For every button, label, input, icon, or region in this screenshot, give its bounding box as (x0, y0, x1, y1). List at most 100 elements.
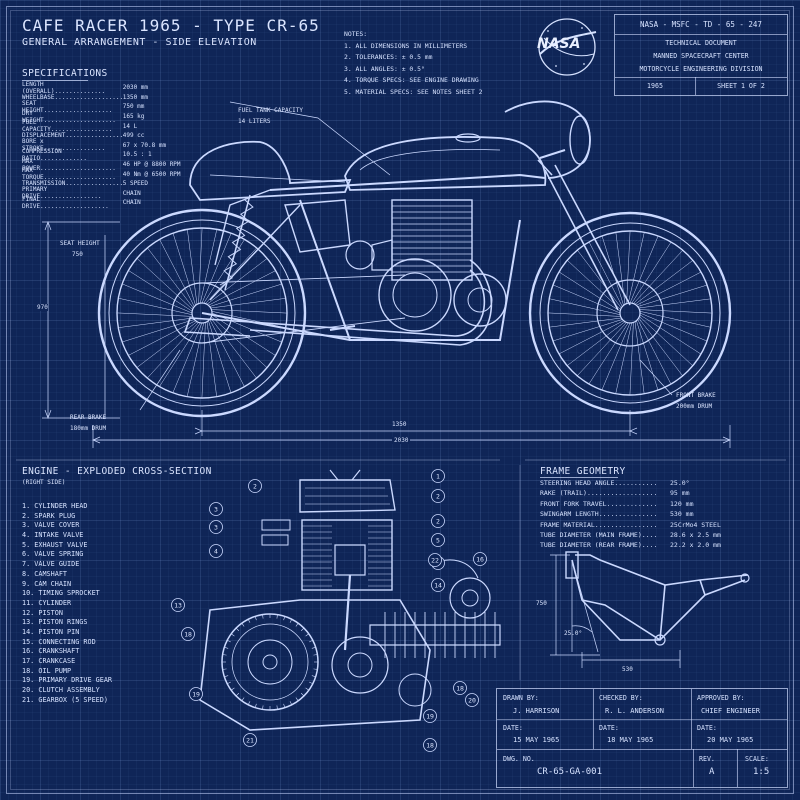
engine-part-item: 4. INTAKE VALVE (22, 531, 84, 540)
engine-part-item: 18. OIL PUMP (22, 666, 72, 675)
engine-part-item: 14. PISTON PIN (22, 627, 80, 636)
callout-bubble (465, 693, 479, 707)
callout-bubble (431, 489, 445, 503)
revision-label: REV. (699, 755, 715, 763)
drawing-line (577, 322, 627, 376)
rear-brake-label: REAR BRAKE (70, 414, 107, 421)
spec-key: TRANSMISSION.................. (22, 180, 123, 188)
drawing-line (283, 703, 286, 708)
drawing-line (552, 284, 621, 314)
rear-shock (219, 194, 254, 291)
drawing-line (136, 258, 193, 310)
callout-bubble (181, 627, 195, 641)
spec-row: LENGTH (OVERALL)..............2030 mm (22, 81, 182, 95)
drawing-line (633, 250, 683, 304)
drawing-line (172, 233, 196, 306)
frame-row: TUBE DIAMETER (REAR FRAME)....22.2 x 2.0… (540, 541, 721, 551)
drawing-line (159, 322, 201, 387)
drawing-line (636, 320, 659, 391)
callout-number: 19 (426, 712, 434, 720)
engine-part-item: 16. CRANKSHAFT (22, 647, 80, 656)
drawing-line (230, 687, 235, 691)
drawing-line (201, 233, 232, 304)
note-item: 1. ALL DIMENSIONS IN MILLIMETERS (344, 41, 468, 50)
spec-value: 165 kg (122, 113, 145, 121)
checked-by-name: R. L. ANDERSON (605, 707, 665, 715)
signoff-divider (691, 689, 692, 749)
callout-number: 4 (214, 547, 218, 555)
specifications-heading: SPECIFICATIONS (22, 68, 108, 79)
drawing-line (638, 317, 683, 377)
engine-part-item: 21. GEARBOX (5 SPEED) (22, 695, 108, 704)
drawing-line (637, 284, 708, 307)
spec-row: MAX POWER.....................46 HP @ 88… (22, 158, 182, 172)
seat-height-label: SEAT HEIGHT (60, 240, 100, 247)
drawing-line (549, 298, 621, 315)
title-block-year: 1965 (647, 82, 663, 90)
frame-row: TUBE DIAMETER (MAIN FRAME)....28.6 x 2.5… (540, 531, 721, 541)
frame-value: 25CrMo4 STEEL (670, 520, 721, 529)
spec-value: 67 x 70.8 mm (122, 141, 167, 149)
drawing-line (201, 322, 206, 399)
sheet-inner-border (10, 10, 790, 790)
callout-number: 18 (456, 684, 464, 692)
date-label: DATE: (599, 724, 619, 732)
drawing-line (313, 654, 318, 656)
crankshaft-part (331, 636, 389, 694)
gearbox-shaft-part (369, 624, 501, 646)
drawing-line (241, 697, 245, 702)
spec-row: BORE x STROKE.................67 x 70.8 … (22, 138, 182, 152)
engine-exploded-view (199, 469, 501, 731)
drawing-line (637, 319, 672, 385)
frame-angle-dimension: 25.0° (564, 630, 583, 637)
drawing-line (283, 616, 286, 621)
wheelbase-dimension: 1350 (392, 421, 407, 428)
drawing-line (136, 321, 198, 368)
drawing-line (122, 319, 195, 343)
drawing-line (122, 283, 193, 314)
drawing-line (172, 322, 203, 393)
part-callout-bubbles: 1232234561416131819211819201822 (171, 469, 487, 752)
callout-number: 3 (214, 523, 218, 531)
frame-key: TUBE DIAMETER (MAIN FRAME).... (540, 530, 658, 539)
signoff-divider (497, 719, 787, 720)
spec-value: 499 cc (122, 132, 145, 140)
engine-block (345, 199, 507, 332)
signoff-divider (737, 749, 738, 787)
frame-height-dimension: 750 (536, 600, 547, 607)
callout-number: 3 (214, 505, 218, 513)
frame-key: TUBE DIAMETER (REAR FRAME).... (540, 541, 658, 550)
drawing-line (159, 239, 195, 307)
callout-number: 2 (436, 517, 440, 525)
drawing-number-label: DWG. NO. (503, 755, 535, 763)
drawing-line (254, 616, 257, 621)
drawing-line (639, 314, 702, 355)
callout-number: 22 (431, 556, 439, 564)
drawn-date: 15 MAY 1965 (513, 736, 560, 744)
title-block-vertical-divider (695, 77, 696, 95)
frame-key: FRAME MATERIAL................ (540, 520, 658, 529)
title-block: NASA - MSFC - TD - 65 - 247 TECHNICAL DO… (614, 14, 788, 96)
callout-bubble (209, 544, 223, 558)
drawing-line (289, 619, 293, 623)
drawing-line (577, 249, 622, 309)
callout-number: 18 (426, 741, 434, 749)
drawing-line (224, 646, 229, 649)
signoff-divider (593, 689, 594, 749)
frame-value: 530 mm (670, 510, 694, 519)
drawing-line (118, 297, 193, 315)
drawing-line (247, 619, 251, 623)
callout-bubble (248, 479, 262, 493)
drawing-line (262, 614, 264, 619)
engine-part-item: 2. SPARK PLUG (22, 511, 76, 520)
engine-part-item: 7. VALVE GUIDE (22, 560, 80, 569)
spec-value: 40 Nm @ 6500 RPM (122, 170, 181, 178)
drawing-line (210, 317, 257, 379)
drawing-line (235, 692, 240, 697)
frame-value: 120 mm (670, 499, 694, 508)
drawing-line (224, 675, 229, 678)
drawing-line (629, 322, 634, 396)
frame-key: SWINGARM LENGTH............... (540, 510, 658, 519)
callout-number: 13 (174, 601, 182, 609)
